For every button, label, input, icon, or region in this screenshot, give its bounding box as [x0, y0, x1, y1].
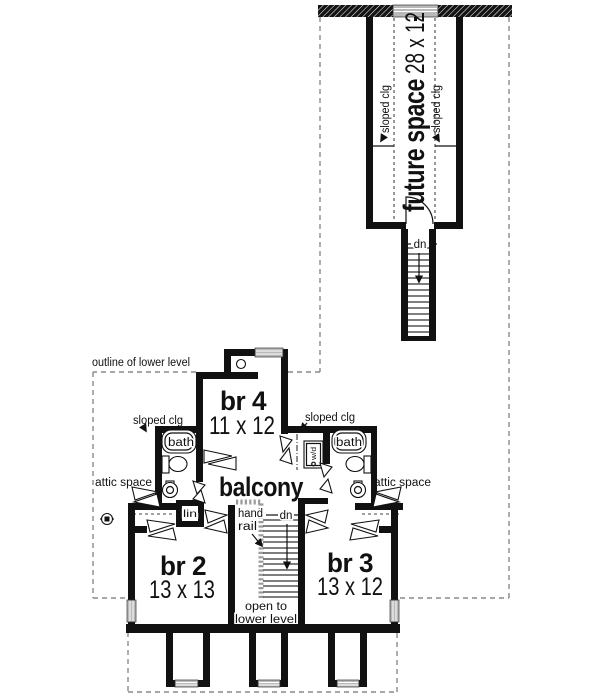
- bathtub-right: [331, 429, 367, 454]
- electrical-fixture-icon: [100, 512, 114, 526]
- sloped-clg-arrow-left-main: [138, 423, 147, 433]
- bath-left: bath lin: [128, 426, 204, 527]
- bath-right-label: bath: [336, 437, 362, 449]
- outline-of-lower-level-label: outline of lower level: [92, 357, 190, 369]
- handrail-arrow: [251, 533, 264, 548]
- toilet-left: [161, 455, 188, 474]
- door-swing-arc: [405, 196, 434, 225]
- sloped-ceiling-lines: [373, 18, 456, 222]
- br3-label: br 3: [327, 548, 373, 578]
- open-to-lower-level-line2: lower level: [235, 614, 297, 626]
- washer-dryer-label: w/d: [309, 447, 318, 461]
- br2-west-window: [126, 599, 137, 623]
- dormer3-window: [336, 679, 360, 688]
- toilet-right: [345, 455, 372, 474]
- br4-window: [254, 347, 284, 358]
- attic-left-access-opening: [131, 486, 161, 508]
- br3-attic-opening: [349, 519, 380, 541]
- sink-right: [349, 480, 367, 499]
- future-space-dims: 28 x 12: [400, 12, 430, 74]
- lower-level-outline: [92, 17, 510, 693]
- top-window: [392, 4, 439, 21]
- future-space-walls: [366, 17, 463, 229]
- dormer2-window: [257, 679, 281, 688]
- br3-east-window: [389, 599, 400, 623]
- open-to-lower-level-line1: open to: [245, 601, 287, 613]
- sloped-clg-label-right: sloped clg: [431, 85, 443, 133]
- sloped-clg-label-left-main: sloped clg: [133, 415, 183, 427]
- closet-fixture-icon: [235, 358, 247, 370]
- sloped-clg-label-left: sloped clg: [380, 85, 392, 133]
- br4-east-opening: [279, 435, 293, 465]
- handrail-label-line1: hand: [238, 508, 263, 520]
- br2-dims: 13 x 13: [149, 576, 215, 604]
- handrail-label-line2: rail: [238, 521, 257, 533]
- upper-stairs-dn-label: dn: [414, 239, 427, 251]
- handrail: [236, 499, 264, 598]
- sloped-clg-arrow-right: [431, 133, 440, 143]
- br3-dims: 13 x 12: [317, 573, 383, 601]
- main-stairs: dn hand rail open to lower level: [228, 498, 328, 628]
- attic-space-label-right: attic space: [374, 477, 431, 489]
- upper-stairs: dn: [401, 196, 437, 341]
- sink-left: [161, 480, 179, 499]
- sloped-clg-arrow-left: [380, 133, 389, 143]
- br2-door-opening: [203, 509, 229, 534]
- br3-door-opening: [304, 509, 330, 534]
- future-space-label: future space: [398, 79, 431, 212]
- attic-right-access-opening: [372, 486, 402, 508]
- bathtub-left: [161, 429, 197, 454]
- bedroom-windows: [126, 599, 400, 688]
- bath-left-door-opening: [192, 480, 206, 504]
- br4-label: br 4: [220, 386, 266, 416]
- bath-left-label: bath: [168, 437, 194, 449]
- bath-right-door-opening: [319, 462, 333, 494]
- balcony-label: balcony: [219, 472, 303, 502]
- opening-marks: [131, 435, 402, 541]
- attic-space-label-left: attic space: [95, 477, 152, 489]
- br2-label: br 2: [160, 551, 206, 581]
- future-space-section: sloped clg sloped clg future space 28 x …: [318, 4, 512, 341]
- br2-attic-opening: [146, 519, 177, 541]
- linen-label: lin: [183, 509, 197, 520]
- washer-dryer-nook: w/d: [288, 426, 325, 470]
- br4-balcony-opening: [203, 449, 237, 471]
- dormer1-window: [174, 679, 199, 688]
- bath-right: bath: [323, 426, 403, 510]
- sloped-clg-arrow-right-main: [299, 422, 309, 432]
- linen-closet: lin: [176, 500, 204, 527]
- br4-dims: 11 x 12: [209, 412, 275, 440]
- main-stairs-dn-label: dn: [280, 510, 293, 522]
- sloped-clg-label-right-main: sloped clg: [305, 412, 355, 424]
